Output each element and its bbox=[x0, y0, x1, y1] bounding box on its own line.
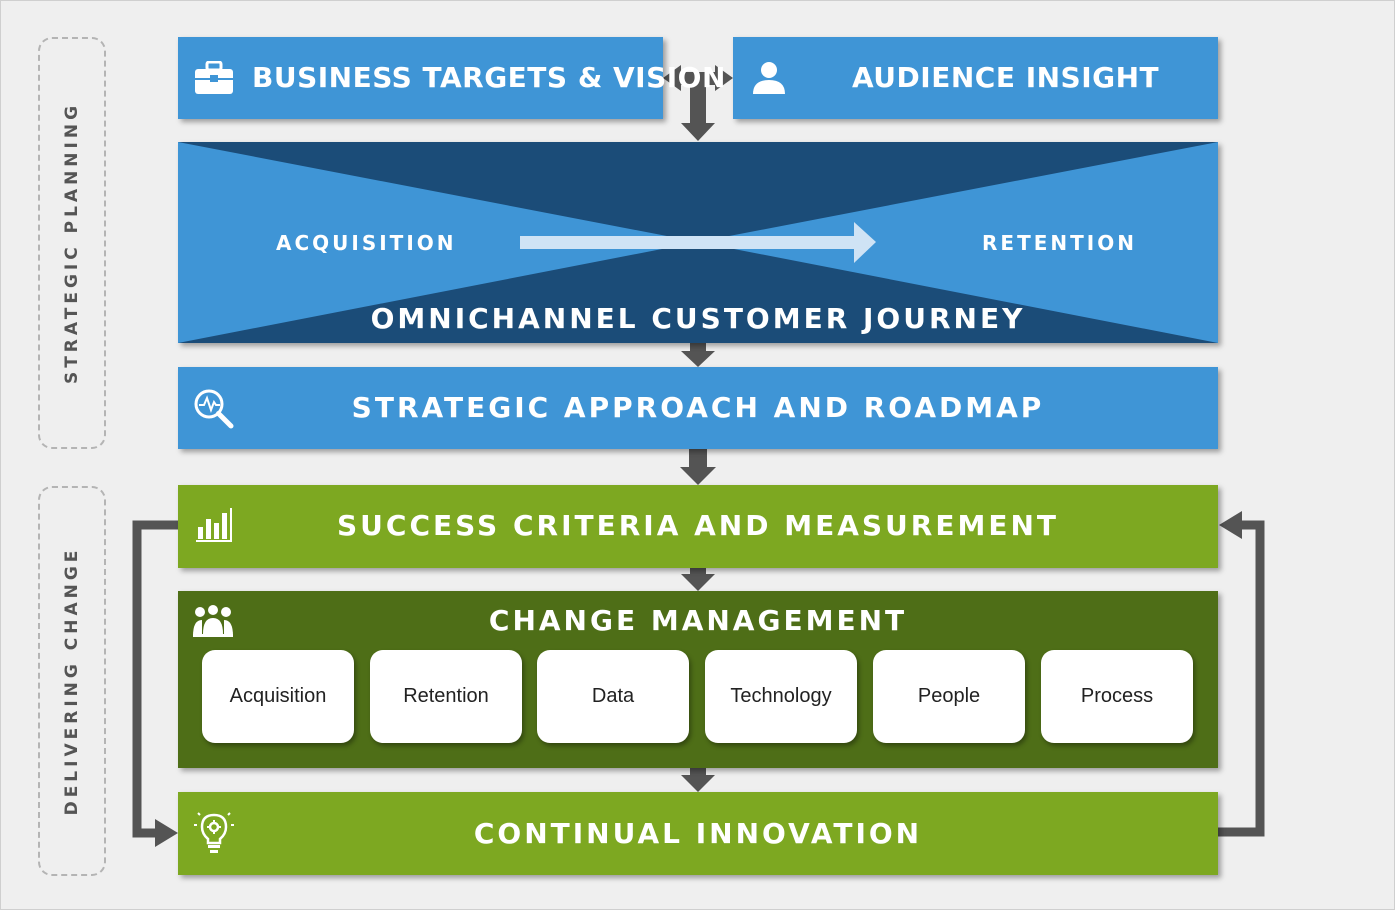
journey-graphic bbox=[178, 142, 1218, 343]
continual-innovation-title: CONTINUAL INNOVATION bbox=[473, 817, 923, 850]
right-loop-connector bbox=[1218, 511, 1265, 837]
change-item-retention: Retention bbox=[370, 650, 522, 743]
down-arrow-to-journey bbox=[681, 85, 715, 141]
acquisition-wedge bbox=[178, 142, 698, 343]
journey-arrow bbox=[520, 222, 876, 263]
change-item-process: Process bbox=[1041, 650, 1193, 743]
left-loop-connector bbox=[132, 520, 178, 847]
down-arrow-to-innovation bbox=[681, 768, 715, 792]
journey-title: OMNICHANNEL CUSTOMER JOURNEY bbox=[370, 302, 1026, 335]
strategic-planning-section: STRATEGIC PLANNING bbox=[38, 37, 106, 449]
double-arrow bbox=[663, 65, 733, 91]
change-item-data: Data bbox=[537, 650, 689, 743]
change-item-acquisition: Acquisition bbox=[202, 650, 354, 743]
continual-innovation-box: CONTINUAL INNOVATION bbox=[178, 792, 1218, 875]
person-icon bbox=[753, 62, 785, 94]
success-criteria-title: SUCCESS CRITERIA AND MEASUREMENT bbox=[337, 509, 1059, 542]
strategic-approach-box: STRATEGIC APPROACH AND ROADMAP bbox=[178, 367, 1218, 449]
strategic-approach-title: STRATEGIC APPROACH AND ROADMAP bbox=[351, 391, 1045, 424]
retention-wedge bbox=[698, 142, 1218, 343]
retention-label: RETENTION bbox=[982, 231, 1137, 255]
lightbulb-gear-icon bbox=[194, 812, 234, 853]
change-management-title: CHANGE MANAGEMENT bbox=[488, 604, 908, 637]
acquisition-label: ACQUISITION bbox=[276, 231, 457, 255]
delivering-change-section: DELIVERING CHANGE bbox=[38, 486, 106, 876]
down-arrow-to-change bbox=[681, 568, 715, 591]
bar-chart-icon bbox=[196, 508, 232, 542]
change-item-technology: Technology bbox=[705, 650, 857, 743]
change-management-box: CHANGE MANAGEMENT Acquisition Retention … bbox=[178, 591, 1218, 768]
business-targets-box: BUSINESS TARGETS & VISION bbox=[178, 37, 725, 119]
magnifier-pulse-icon bbox=[194, 389, 234, 429]
down-arrow-to-strategy bbox=[681, 343, 715, 367]
group-icon bbox=[193, 605, 233, 637]
down-arrow-to-success bbox=[680, 449, 716, 485]
audience-insight-box: AUDIENCE INSIGHT bbox=[733, 37, 1218, 119]
customer-journey-box: ACQUISITION RETENTION OMNICHANNEL CUSTOM… bbox=[178, 142, 1218, 343]
success-criteria-box: SUCCESS CRITERIA AND MEASUREMENT bbox=[178, 485, 1218, 568]
change-item-people: People bbox=[873, 650, 1025, 743]
audience-insight-title: AUDIENCE INSIGHT bbox=[852, 61, 1160, 94]
briefcase-icon bbox=[195, 61, 233, 94]
business-targets-title: BUSINESS TARGETS & VISION bbox=[252, 61, 726, 94]
